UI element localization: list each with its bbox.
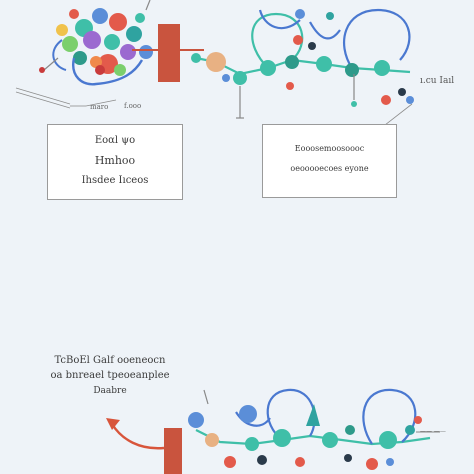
info-box-right-line-2: oeooooecoes eyone bbox=[290, 164, 369, 173]
label-top-b: f.ooo bbox=[124, 102, 142, 110]
connector-block-top bbox=[132, 24, 204, 82]
caption-line-1: TcBoEl Galf ooeneocn bbox=[54, 355, 166, 366]
caption-block: TcBoEl Galf ooeneocn oa bnreael tpeoeanp… bbox=[30, 354, 190, 398]
label-top-a: maro bbox=[90, 103, 109, 111]
chain-nodes-bottom bbox=[188, 389, 440, 470]
info-box-right-line-1: Eooosemoosoooc bbox=[294, 144, 365, 153]
arrow-bottom bbox=[106, 418, 165, 450]
info-box-left-line-3: Ihsdee Iıceos bbox=[81, 175, 149, 186]
info-box-left-line-2: Hmhoo bbox=[94, 154, 136, 167]
chain-nodes-top bbox=[191, 9, 414, 119]
protein-cluster bbox=[39, 0, 153, 86]
caption-line-3: Daabre bbox=[93, 386, 127, 396]
connector-block-bottom bbox=[164, 428, 182, 474]
info-box-right: Eooosemoosoooc oeooooecoes eyone bbox=[262, 124, 397, 198]
label-bottom: —— —— bbox=[420, 428, 446, 435]
info-box-left: Εοαl ψο Hmhoo Ihsdee Iıceos bbox=[47, 124, 183, 200]
info-box-left-line-1: Εοαl ψο bbox=[94, 135, 136, 146]
label-right: ı.cu Iaıl bbox=[420, 76, 455, 86]
caption-line-2: oa bnreael tpeoeanplee bbox=[50, 370, 170, 381]
